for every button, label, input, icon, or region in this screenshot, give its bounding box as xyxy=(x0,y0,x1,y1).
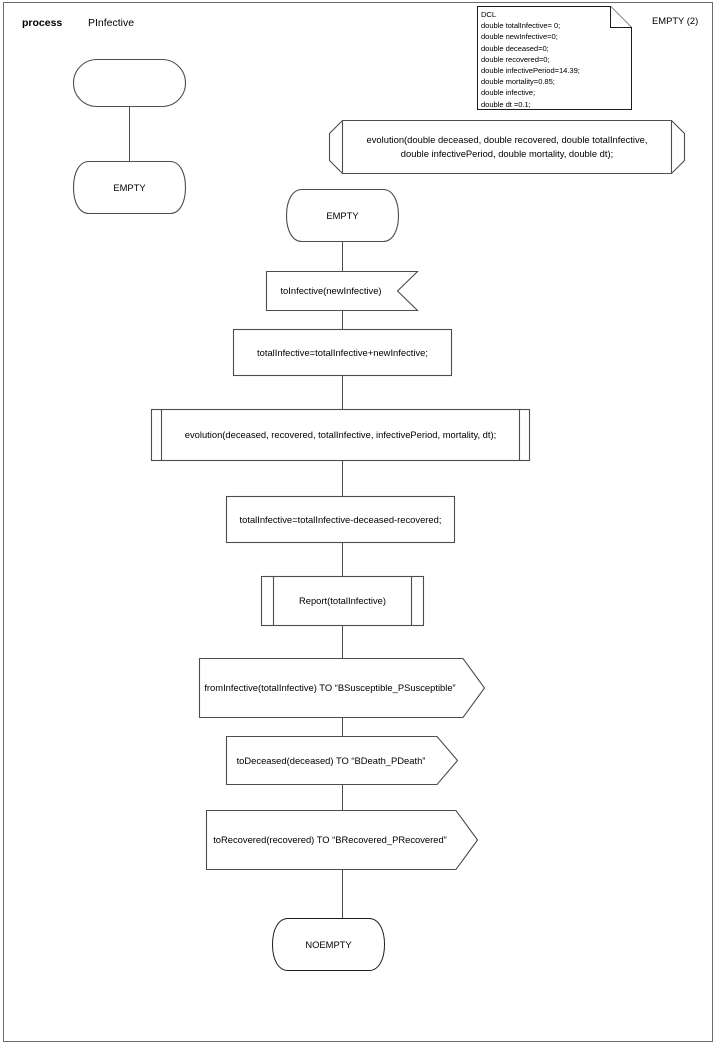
declaration-note-text: DCL double totalInfective= 0; double new… xyxy=(481,10,580,109)
state-empty-main: EMPTY xyxy=(285,188,400,243)
connector-death-to-recovered xyxy=(342,785,343,810)
procedure-call-evolution: evolution(deceased, recovered, totalInfe… xyxy=(150,408,531,462)
start-symbol xyxy=(72,58,187,108)
input-signal-toinfective: toInfective(newInfective) xyxy=(265,270,419,312)
task-add-newinfective: totalInfective=totalInfective+newInfecti… xyxy=(232,328,453,377)
output-signal-death: toDeceased(deceased) TO “BDeath_PDeath” xyxy=(225,735,459,786)
output-signal-recovered: toRecovered(recovered) TO “BRecovered_PR… xyxy=(205,809,479,871)
connector-recovered-to-noempty xyxy=(342,870,343,918)
state-empty-top: EMPTY xyxy=(72,160,187,215)
procedure-declaration-evolution: evolution(double deceased, double recove… xyxy=(328,119,686,175)
process-keyword: process xyxy=(22,17,63,29)
state-noempty: NOEMPTY xyxy=(271,918,386,971)
task-subtract-deceased-recovered: totalInfective=totalInfective-deceased-r… xyxy=(225,495,456,544)
connector-susceptible-to-death xyxy=(342,718,343,736)
declaration-note: DCL double totalInfective= 0; double new… xyxy=(477,6,632,110)
connector-report-to-output-susceptible xyxy=(342,626,343,658)
connector-taskadd-to-callevolution xyxy=(342,376,343,409)
procedure-call-report: Report(totalInfective) xyxy=(260,575,425,627)
page-border xyxy=(3,2,713,1042)
connector-input-to-task-add xyxy=(342,311,343,329)
connector-callevolution-to-tasksubtract xyxy=(342,461,343,496)
output-signal-susceptible: fromInfective(totalInfective) TO “BSusce… xyxy=(198,657,486,719)
page-label: EMPTY (2) xyxy=(652,15,699,26)
connector-start-to-empty xyxy=(129,107,130,161)
connector-empty-to-input xyxy=(342,242,343,271)
process-name: PInfective xyxy=(88,17,135,29)
connector-tasksubtract-to-report xyxy=(342,543,343,576)
